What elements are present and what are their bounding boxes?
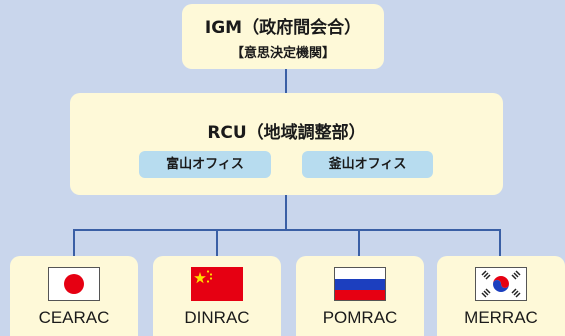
igm-subtitle: 【意思決定機関】 [230,46,335,61]
connector-pomrac [358,229,360,256]
rac-cearac: CEARAC [10,256,138,336]
rcu-title: RCU（地域調整部） [207,123,366,143]
rac-dinrac: DINRAC [153,256,281,336]
korea-flag-icon [475,267,527,301]
connector-horizontal [73,229,501,231]
rcu-box: RCU（地域調整部） [70,93,503,195]
igm-box: IGM（政府間会合） 【意思決定機関】 [182,4,384,69]
connector-merrac [499,229,501,256]
rac-label: DINRAC [184,308,250,327]
connector-rcu-down [285,195,287,231]
rac-label: MERRAC [464,308,538,327]
connector-igm-rcu [285,69,287,93]
rac-label: CEARAC [38,308,110,327]
office-toyama: 富山オフィス [139,151,271,178]
connector-dinrac [216,229,218,256]
office-busan: 釜山オフィス [302,151,433,178]
igm-title: IGM（政府間会合） [204,18,362,38]
china-flag-icon [191,267,243,301]
rac-merrac: MERRAC [437,256,565,336]
japan-flag-icon [48,267,100,301]
connector-cearac [73,229,75,256]
russia-flag-icon [334,267,386,301]
rac-pomrac: POMRAC [296,256,424,336]
rac-label: POMRAC [322,308,398,327]
